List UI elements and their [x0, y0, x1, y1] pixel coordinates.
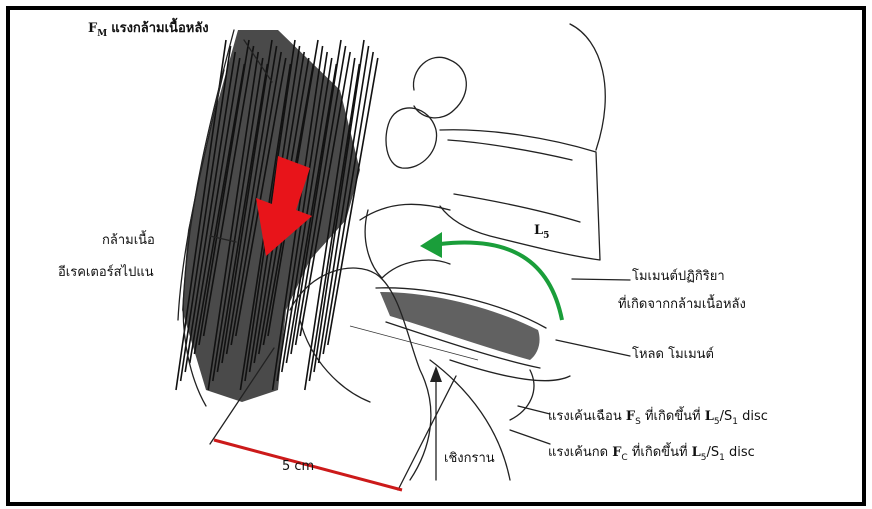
muscle-label-line1: กล้ามเนื้อ	[102, 230, 155, 248]
load-moment-label: โหลด โมเมนต์	[632, 346, 714, 362]
l5-label: L5	[534, 223, 549, 241]
distance-label: 5 cm	[282, 459, 314, 474]
l5-vertebra	[360, 24, 605, 278]
l5-s1-disc	[376, 288, 546, 368]
reaction-moment-line1: โมเมนต์ปฏิกิริยา	[632, 268, 725, 284]
compression-force-label: แรงเค้นกด FC ที่เกิดขึ้นที่ L5/S1 disc	[548, 442, 755, 463]
shear-force-label: แรงเค้นเฉือน FS ที่เกิดขึ้นที่ L5/S1 dis…	[548, 406, 768, 427]
pelvis-label: เชิงกราน	[444, 451, 495, 466]
muscle-label-line2: อีเรคเตอร์สไปแน	[58, 264, 154, 280]
reaction-moment-line2: ที่เกิดจากกล้ามเนื้อหลัง	[618, 294, 746, 312]
